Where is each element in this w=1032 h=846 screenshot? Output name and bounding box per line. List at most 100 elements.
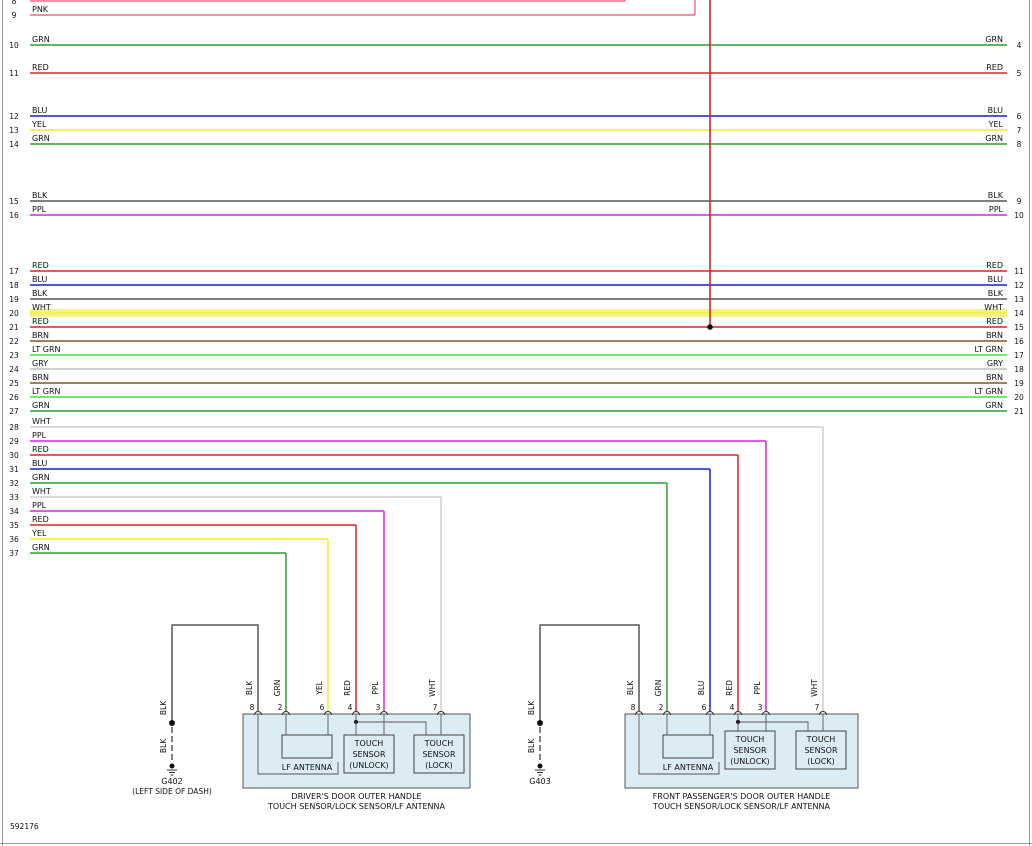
ground-g403-wire-label-upper: BLK xyxy=(527,700,536,715)
passenger-pin-7-color: WHT xyxy=(810,679,819,697)
right-pin-13: 13 xyxy=(1014,295,1024,304)
right-label-6: BLU xyxy=(988,106,1004,115)
wire-label-32: GRN xyxy=(32,473,50,482)
wire-label-36: YEL xyxy=(31,529,47,538)
wire-number-9: 9 xyxy=(12,11,17,20)
driver-pin-7-color: WHT xyxy=(428,679,437,697)
wire-number-30: 30 xyxy=(9,451,19,460)
wire-number-13: 13 xyxy=(9,126,19,135)
passenger-unlock-label-1: SENSOR xyxy=(733,746,766,755)
passenger-lock-sensor-box xyxy=(795,730,847,770)
driver-pin-2-number: 2 xyxy=(278,703,283,712)
driver-title-line2: TOUCH SENSOR/LOCK SENSOR/LF ANTENNA xyxy=(267,802,445,811)
ground-g402-ground-point xyxy=(169,763,175,769)
driver-pin-6-number: 6 xyxy=(320,703,325,712)
wire-label-10: GRN xyxy=(32,35,50,44)
driver-lock-label-1: SENSOR xyxy=(422,750,455,759)
right-pin-4: 4 xyxy=(1017,41,1022,50)
right-label-9: BLK xyxy=(988,191,1004,200)
right-pin-9: 9 xyxy=(1017,197,1022,206)
driver-pin-6-terminal xyxy=(324,711,332,716)
right-pin-labels: GRN4RED5BLU6YEL7GRN8BLK9PPL10RED11BLU12B… xyxy=(974,35,1024,416)
right-label-4: GRN xyxy=(985,35,1003,44)
right-pin-17: 17 xyxy=(1014,351,1024,360)
wire-label-26: LT GRN xyxy=(32,387,61,396)
passenger-pin-8-color: BLK xyxy=(626,680,635,695)
ground-g402-name: G402 xyxy=(161,777,182,786)
wire-label-37: GRN xyxy=(32,543,50,552)
ground-g402-connector-dot xyxy=(169,720,175,726)
driver-pin-7-terminal xyxy=(437,711,445,716)
wire-label-19: BLK xyxy=(32,289,48,298)
wire-label-14: GRN xyxy=(32,134,50,143)
wire-number-32: 32 xyxy=(9,479,19,488)
passenger-internal-supply-bus xyxy=(737,714,809,731)
ground-g403-connector-dot xyxy=(537,720,543,726)
wire-number-14: 14 xyxy=(9,140,19,149)
passenger-antenna-box xyxy=(662,734,714,759)
diagram-text: 89PNK10GRN11RED12BLU13YEL14GRN15BLK16PPL… xyxy=(9,0,838,831)
right-pin-14: 14 xyxy=(1014,309,1024,318)
left-wire-bundle xyxy=(30,0,1007,712)
right-pin-8: 8 xyxy=(1017,140,1022,149)
driver-antenna-label: LF ANTENNA xyxy=(282,763,333,772)
right-pin-7: 7 xyxy=(1017,126,1022,135)
driver-internal-supply-bus xyxy=(355,714,427,735)
passenger-pin-7-number: 7 xyxy=(815,703,820,712)
wire-number-10: 10 xyxy=(9,41,19,50)
passenger-lock-label-0: TOUCH xyxy=(806,735,836,744)
right-pin-18: 18 xyxy=(1014,365,1024,374)
wire-label-27: GRN xyxy=(32,401,50,410)
right-label-13: BLK xyxy=(988,289,1004,298)
wire-label-28: WHT xyxy=(32,417,51,426)
wire-number-21: 21 xyxy=(9,323,19,332)
ground-g403-ground-point xyxy=(537,763,543,769)
driver-title-line1: DRIVER'S DOOR OUTER HANDLE xyxy=(291,792,421,801)
door-handle-modules xyxy=(242,711,859,789)
ground-g402-wire-label-lower: BLK xyxy=(159,738,168,753)
wire-number-15: 15 xyxy=(9,197,19,206)
driver-unlock-label-1: SENSOR xyxy=(352,750,385,759)
wire-label-12: BLU xyxy=(32,106,48,115)
wire-number-24: 24 xyxy=(9,365,19,374)
passenger-unlock-label-0: TOUCH xyxy=(735,735,765,744)
driver-pin-3-number: 3 xyxy=(376,703,381,712)
driver-pin-2-terminal xyxy=(282,711,290,716)
wire-number-31: 31 xyxy=(9,465,19,474)
wire-label-23: LT GRN xyxy=(32,345,61,354)
wire-number-17: 17 xyxy=(9,267,19,276)
wire-number-11: 11 xyxy=(9,69,19,78)
right-label-8: GRN xyxy=(985,134,1003,143)
wire-number-25: 25 xyxy=(9,379,19,388)
wire-number-18: 18 xyxy=(9,281,19,290)
right-label-7: YEL xyxy=(988,120,1004,129)
wire-number-12: 12 xyxy=(9,112,19,121)
passenger-pin-4-color: RED xyxy=(725,680,734,696)
passenger-pin-4-number: 4 xyxy=(730,703,735,712)
wire-label-11: RED xyxy=(32,63,49,72)
wire-number-16: 16 xyxy=(9,211,19,220)
right-label-14: WHT xyxy=(984,303,1003,312)
right-label-18: GRY xyxy=(987,359,1003,368)
passenger-unlock-label-2: (UNLOCK) xyxy=(730,757,769,766)
ground-points xyxy=(167,624,640,776)
passenger-lock-label-2: (LOCK) xyxy=(807,757,835,766)
right-pin-16: 16 xyxy=(1014,337,1024,346)
ground-g402-wire-label-upper: BLK xyxy=(159,700,168,715)
driver-pin-4-number: 4 xyxy=(348,703,353,712)
wire-label-35: RED xyxy=(32,515,49,524)
wire-number-22: 22 xyxy=(9,337,19,346)
wire-label-13: YEL xyxy=(31,120,47,129)
right-label-11: RED xyxy=(986,261,1003,270)
right-pin-6: 6 xyxy=(1017,112,1022,121)
driver-pin-6-color: YEL xyxy=(315,680,324,695)
driver-unlock-label-0: TOUCH xyxy=(354,739,384,748)
right-label-20: LT GRN xyxy=(974,387,1003,396)
wire-label-22: BRN xyxy=(32,331,49,340)
wire-label-34: PPL xyxy=(32,501,47,510)
driver-unlock-label-2: (UNLOCK) xyxy=(349,761,388,770)
passenger-pin-8-number: 8 xyxy=(631,703,636,712)
diagram-id: 592176 xyxy=(10,822,39,831)
passenger-pin-3-number: 3 xyxy=(758,703,763,712)
